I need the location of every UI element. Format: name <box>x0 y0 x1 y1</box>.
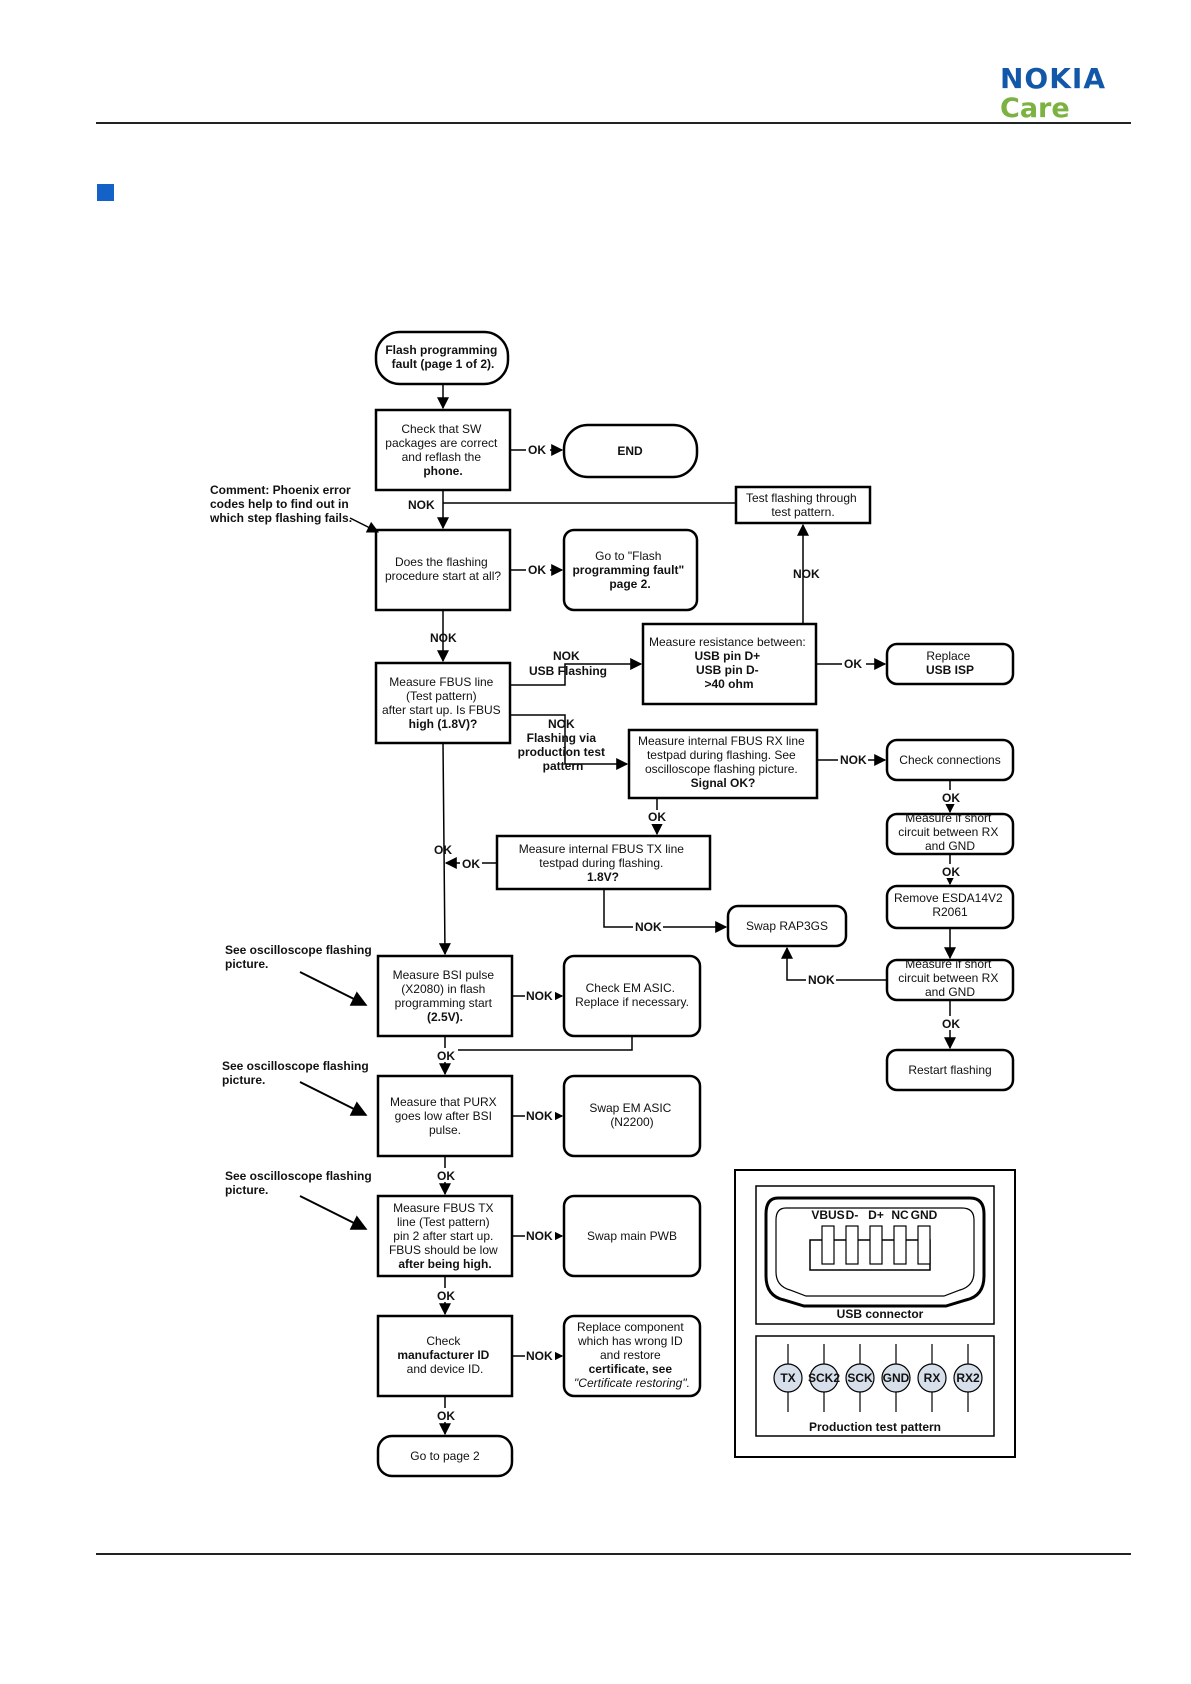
restart-flashing-node <box>885 1048 1015 1092</box>
swap-pwb-text: Swap main PWB <box>587 1229 677 1243</box>
edge-label-ok: OK <box>648 810 666 824</box>
footer-rule <box>96 1553 1131 1555</box>
measure-resistance-node <box>641 622 818 706</box>
measure-fbus-node <box>374 661 512 745</box>
edge-label-ok: OK <box>942 865 960 879</box>
edge-label-ok: OK <box>942 791 960 805</box>
restart-flashing-text: Restart flashing <box>908 1063 991 1077</box>
goto-fault-node <box>562 528 699 612</box>
goto-page2-text: Go to page 2 <box>410 1449 480 1463</box>
usb-pin-label: D+ <box>868 1208 884 1222</box>
remove-esda-text: Remove ESDA14V2 R2061 <box>894 891 1006 919</box>
short-rx-1-text: Measure if short circuit between RX and … <box>898 811 1001 853</box>
production-flashing-text: NOK Flashing via production test pattern <box>518 717 609 773</box>
swap-rap-text: Swap RAP3GS <box>746 919 828 933</box>
check-em-text: Check EM ASIC. Replace if necessary. <box>575 981 689 1009</box>
goto-page2-node <box>376 1434 514 1478</box>
edge-label-ok: OK <box>437 1169 455 1183</box>
nokia-brand: NOKIA <box>1000 62 1107 95</box>
edge-label-nok: NOK <box>408 498 435 512</box>
usb-connector-caption: USB connector <box>837 1307 924 1321</box>
swap-em-node <box>562 1074 702 1158</box>
swap-rap-node <box>726 904 848 948</box>
edge-label-nok: NOK <box>526 1229 553 1243</box>
swap-pwb-node <box>562 1194 702 1278</box>
usb-pin-label: GND <box>911 1208 938 1222</box>
check-id-text: Check manufacturer ID and device ID. <box>397 1334 492 1376</box>
connector-lines <box>299 384 956 1436</box>
edge-label-nok: NOK <box>526 1109 553 1123</box>
start-node <box>374 330 510 386</box>
replace-usb-node <box>885 642 1015 686</box>
osc-note-2: See oscilloscope flashing picture. <box>222 1059 372 1087</box>
edge-label-ok: OK <box>844 657 862 671</box>
test-pad-label: RX <box>924 1371 941 1385</box>
edge-label-nok: NOK <box>793 567 820 581</box>
test-pad-label: SCK2 <box>808 1371 840 1385</box>
section-marker <box>97 184 114 201</box>
edge-label-nok: NOK <box>430 631 457 645</box>
edge-label-ok: OK <box>437 1289 455 1303</box>
test-pad-label: RX2 <box>956 1371 980 1385</box>
nokia-care-logo: NOKIA Care <box>1000 64 1130 124</box>
edge-label-nok: NOK <box>526 1349 553 1363</box>
care-brand: Care <box>1000 93 1070 124</box>
osc-note-1: See oscilloscope flashing picture. <box>225 943 375 971</box>
test-pad-label: TX <box>780 1371 795 1385</box>
goto-fault-text: Go to "Flash programming fault" page 2. <box>572 549 687 591</box>
end-text: END <box>617 444 643 458</box>
measure-rx-node <box>627 728 819 800</box>
replace-component-node <box>562 1314 702 1398</box>
start-text: Flash programming fault (page 1 of 2). <box>385 343 500 371</box>
measure-fbus-tx-text: Measure FBUS TX line (Test pattern) pin … <box>389 1201 501 1271</box>
does-flashing-node <box>374 528 512 612</box>
test-flashing-text: Test flashing through test pattern. <box>746 491 860 519</box>
edge-label-ok: OK <box>528 563 546 577</box>
measure-purx-text: Measure that PURX goes low after BSI pul… <box>390 1095 500 1137</box>
edge-label-nok: NOK <box>840 753 867 767</box>
osc-note-3: See oscilloscope flashing picture. <box>225 1169 375 1197</box>
check-id-node <box>376 1314 514 1398</box>
edge-label-ok: OK <box>434 843 452 857</box>
check-connections-text: Check connections <box>899 753 1000 767</box>
replace-usb-text: Replace USB ISP <box>926 649 974 677</box>
measure-bsi-node <box>376 954 514 1038</box>
measure-rx-text: Measure internal FBUS RX line testpad du… <box>638 734 808 790</box>
measure-fbus-text: Measure FBUS line (Test pattern) after s… <box>382 675 504 731</box>
check-sw-text: Check that SW packages are correct and r… <box>385 422 500 478</box>
end-node <box>562 423 699 479</box>
swap-em-text: Swap EM ASIC (N2200) <box>589 1101 674 1129</box>
measure-fbus-tx-node <box>376 1194 514 1278</box>
test-pad-label: GND <box>883 1371 910 1385</box>
edge-label-nok: NOK <box>635 920 662 934</box>
header-rule <box>96 122 1131 124</box>
does-flashing-text: Does the flashing procedure start at all… <box>385 555 501 583</box>
replace-component-text: Replace component which has wrong ID and… <box>574 1320 690 1390</box>
connector-inset: VBUS D- D+ NC GND USB connector <box>734 1169 1016 1458</box>
measure-tx-text: Measure internal FBUS TX line testpad du… <box>519 842 688 884</box>
edge-label-ok: OK <box>528 443 546 457</box>
usb-flashing-text: NOK USB Flashing <box>529 649 607 678</box>
edge-label-ok: OK <box>462 857 480 871</box>
edge-label-ok: OK <box>437 1409 455 1423</box>
edge-label-ok: OK <box>437 1049 455 1063</box>
test-pattern-caption: Production test pattern <box>809 1420 941 1434</box>
usb-pin-label: NC <box>891 1208 909 1222</box>
measure-resistance-text: Measure resistance between: USB pin D+ U… <box>649 635 809 691</box>
comment-text: Comment: Phoenix error codes help to fin… <box>209 483 354 525</box>
test-flashing-node <box>734 485 872 525</box>
measure-bsi-text: Measure BSI pulse (X2080) in flash progr… <box>393 968 498 1024</box>
edge-label-nok: NOK <box>526 989 553 1003</box>
edge-label-ok: OK <box>942 1017 960 1031</box>
usb-pin-label: D- <box>846 1208 859 1222</box>
test-pad-label: SCK <box>847 1371 873 1385</box>
edge-label-nok: NOK <box>808 973 835 987</box>
short-rx-2-text: Measure if short circuit between RX and … <box>898 957 1001 999</box>
usb-pin-label: VBUS <box>811 1208 844 1222</box>
